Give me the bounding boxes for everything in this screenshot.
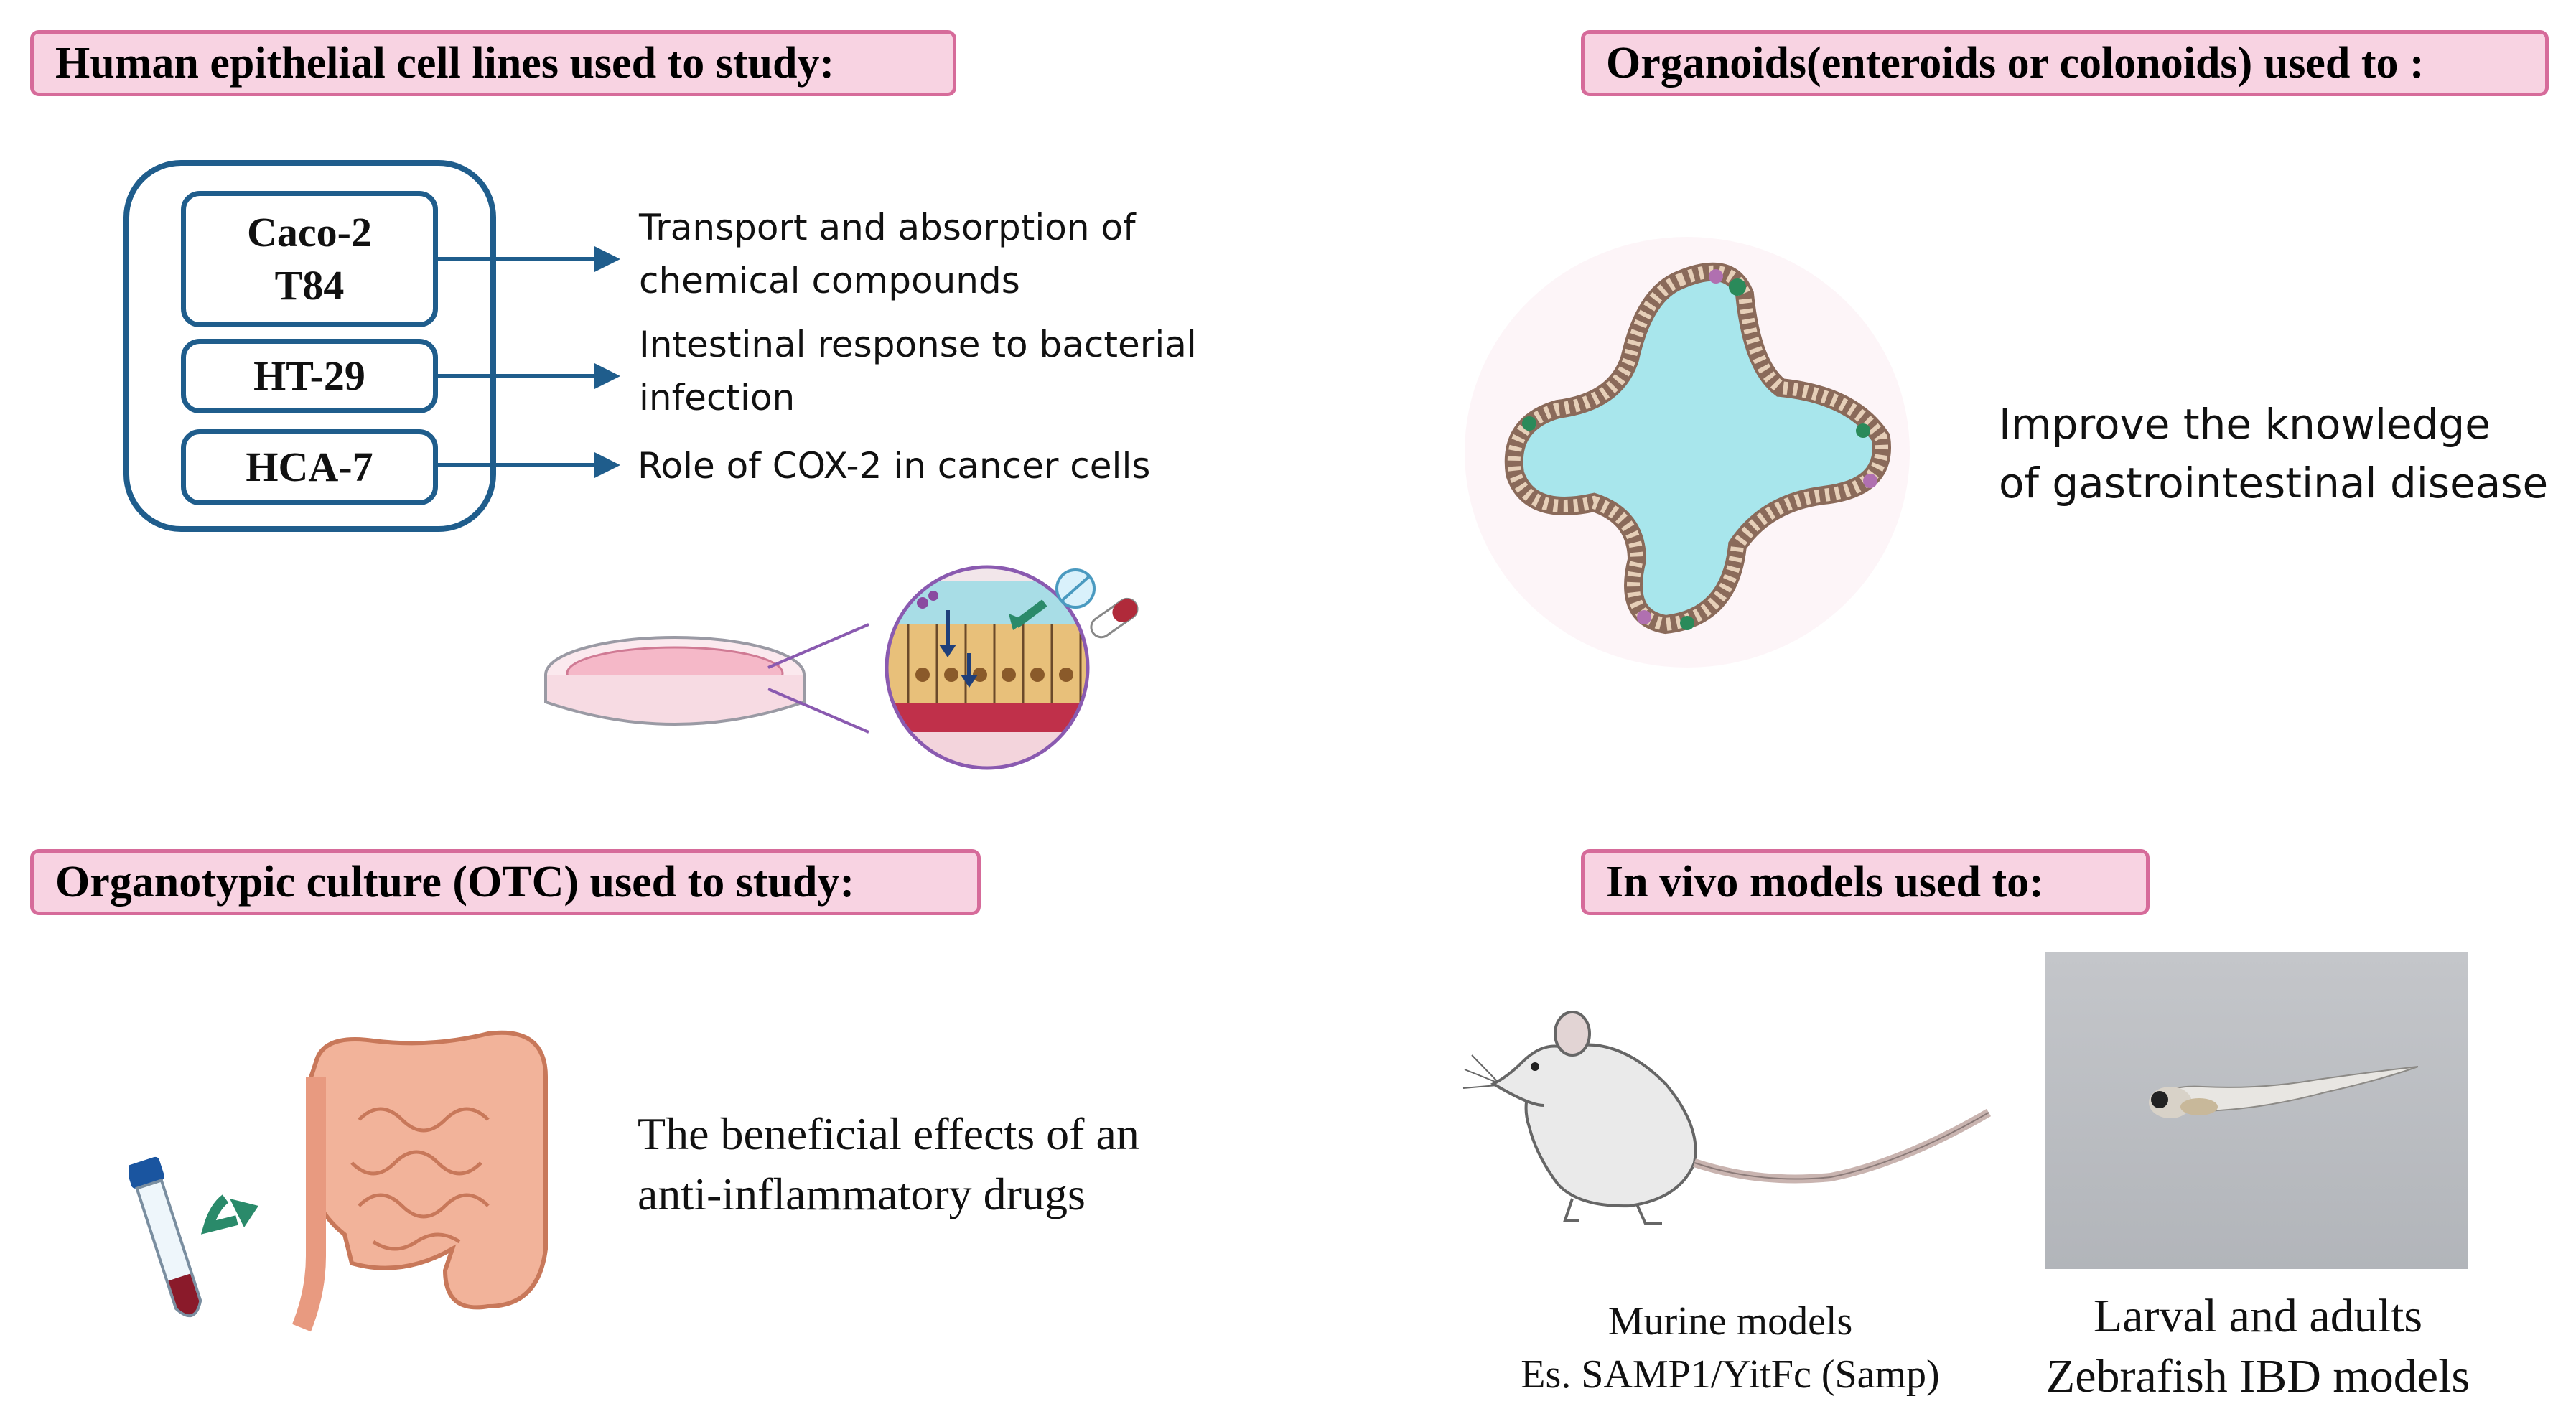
cell-line-caco2-t84: Caco-2 T84 — [181, 191, 438, 327]
otc-text: The beneficial effects of an anti-inflam… — [638, 1104, 1139, 1225]
cell-line-name: HCA-7 — [246, 444, 373, 490]
cell-line-name: Caco-2 — [247, 209, 372, 256]
mouse-caption-line: Murine models — [1607, 1299, 1853, 1344]
cell-lines-title: Human epithelial cell lines used to stud… — [30, 30, 956, 96]
cell-line-hca7: HCA-7 — [181, 429, 438, 505]
mouse-icon — [1462, 1011, 1992, 1225]
organoids-title: Organoids(enteroids or colonoids) used t… — [1581, 30, 2549, 96]
cell-lines-group — [123, 160, 496, 532]
petri-dish-icon — [544, 623, 869, 734]
otc-text-line: anti-inflammatory drugs — [638, 1169, 1086, 1219]
use-text: chemical compounds — [639, 260, 1020, 301]
cell-line-name: HT-29 — [253, 352, 365, 399]
zebrafish-photo — [2045, 952, 2468, 1269]
otc-title: Organotypic culture (OTC) used to study: — [30, 849, 981, 915]
use-text: infection — [639, 377, 795, 418]
magnified-epithelium-icon — [885, 565, 1090, 770]
organoids-text-line: of gastrointestinal disease — [1999, 459, 2549, 507]
zebrafish-caption: Larval and adults Zebrafish IBD models — [2010, 1286, 2506, 1407]
use-text: Intestinal response to bacterial — [639, 324, 1197, 365]
test-tube-icon — [129, 1156, 258, 1318]
mouse-caption-line: Es. SAMP1/YitFc (Samp) — [1521, 1352, 1940, 1397]
use-transport: Transport and absorption of chemical com… — [639, 201, 1136, 307]
zebrafish-caption-line: Zebrafish IBD models — [2045, 1350, 2470, 1403]
organoids-text: Improve the knowledge of gastrointestina… — [1999, 395, 2548, 512]
in-vivo-title: In vivo models used to: — [1581, 849, 2150, 915]
use-text: Transport and absorption of — [639, 207, 1136, 248]
use-bacterial: Intestinal response to bacterial infecti… — [639, 318, 1197, 424]
mouse-caption: Murine models Es. SAMP1/YitFc (Samp) — [1501, 1295, 1960, 1401]
intestine-icon — [291, 1030, 548, 1332]
organoids-text-line: Improve the knowledge — [1999, 400, 2491, 449]
use-cox2: Role of COX-2 in cancer cells — [638, 439, 1150, 492]
cell-line-ht29: HT-29 — [181, 339, 438, 413]
zebrafish-caption-line: Larval and adults — [2093, 1290, 2423, 1342]
pill-icon — [1055, 568, 1139, 639]
otc-text-line: The beneficial effects of an — [638, 1108, 1139, 1159]
organoid-icon — [1465, 237, 1910, 668]
use-text: Role of COX-2 in cancer cells — [638, 445, 1151, 487]
cell-line-name: T84 — [274, 262, 345, 309]
